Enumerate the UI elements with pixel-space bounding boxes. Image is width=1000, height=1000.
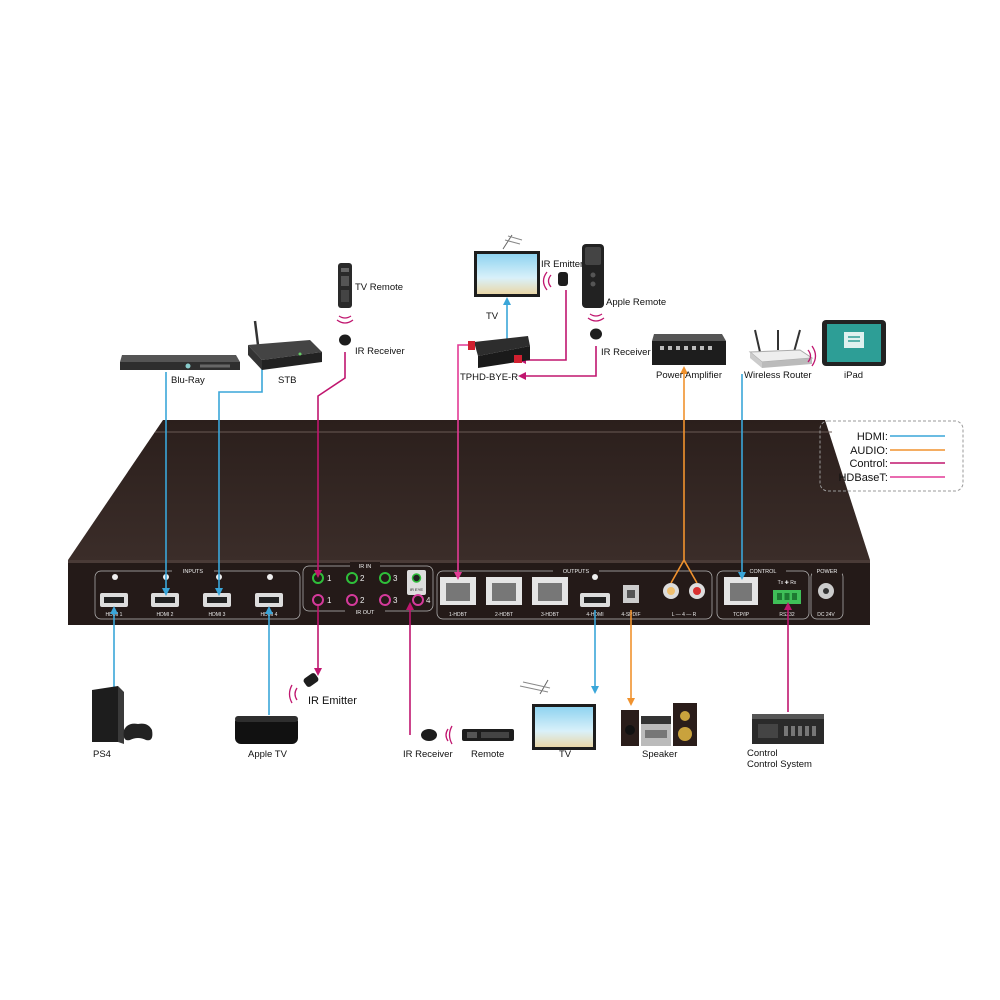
apple-tv-device bbox=[235, 716, 298, 744]
label-hdbt1: 1-HDBT bbox=[449, 612, 467, 618]
receiver-device bbox=[468, 336, 530, 368]
label-ipad: iPad bbox=[844, 370, 863, 381]
speaker-device bbox=[621, 703, 697, 746]
ir-out-4-port[interactable] bbox=[412, 594, 424, 606]
cable-ir-receiver-top bbox=[314, 352, 346, 578]
ir-in-2-port[interactable] bbox=[346, 572, 358, 584]
ps4-device bbox=[92, 686, 153, 744]
section-ir-out: IR OUT bbox=[356, 610, 375, 616]
ir-out-2-port[interactable] bbox=[346, 594, 358, 606]
ir-in-num-2: 2 bbox=[360, 574, 365, 583]
section-ir-in: IR IN bbox=[359, 564, 372, 570]
label-rs232: RS232 bbox=[779, 612, 795, 618]
label-tcpip: TCP/IP bbox=[733, 612, 750, 618]
signal-waves-icon bbox=[336, 315, 354, 324]
ir-out-num-1: 1 bbox=[327, 596, 332, 605]
ir-receiver-bottom-icon bbox=[421, 729, 437, 741]
signal-waves-icon bbox=[288, 684, 298, 704]
control-system-device bbox=[752, 714, 824, 744]
label-blu-ray: Blu-Ray bbox=[171, 375, 205, 386]
label-hdbt2: 2-HDBT bbox=[495, 612, 513, 618]
label-audio-lr: L — 4 — R bbox=[672, 612, 697, 618]
cable-stb-hdmi3 bbox=[215, 368, 263, 596]
signal-waves-icon bbox=[587, 313, 605, 322]
cables bbox=[110, 290, 792, 735]
label-tv-remote: TV Remote bbox=[355, 282, 403, 293]
label-ir-emitter-bottom: IR Emitter bbox=[308, 695, 357, 707]
label-apple-remote: Apple Remote bbox=[606, 297, 666, 308]
ir-receiver-right-icon bbox=[590, 328, 602, 340]
ir-emitter-bottom-icon bbox=[303, 673, 319, 687]
section-control: CONTROL bbox=[750, 569, 777, 575]
legend-label-control: Control: bbox=[849, 458, 888, 470]
tv-remote-device bbox=[338, 263, 352, 308]
label-hdbt3: 3-HDBT bbox=[541, 612, 559, 618]
ir-in-num-3: 3 bbox=[393, 574, 398, 583]
label-stb: STB bbox=[278, 375, 296, 386]
cable-ir-receiver-right bbox=[518, 346, 597, 380]
label-hdmi3: HDMI 3 bbox=[209, 612, 226, 618]
ir-out-num-4: 4 bbox=[426, 596, 431, 605]
ir-in-3-port[interactable] bbox=[379, 572, 391, 584]
label-control-line2: Control System bbox=[747, 759, 812, 770]
ir-out-1-port[interactable] bbox=[312, 594, 324, 606]
signal-waves-icon bbox=[445, 725, 453, 745]
cable-hdbaset bbox=[454, 344, 472, 580]
control-power-ports: Tx ✚ Rx TCP/IP RS232 DC 24V bbox=[724, 577, 835, 618]
ir-out-num-3: 3 bbox=[393, 596, 398, 605]
ir-receiver-top-icon bbox=[339, 334, 351, 346]
blu-ray-device bbox=[120, 355, 240, 370]
label-ir-eye: IR EYE bbox=[410, 587, 423, 592]
legend-label-audio: AUDIO: bbox=[850, 445, 888, 457]
label-receiver: TPHD-BYE-R bbox=[460, 372, 518, 383]
signal-waves-icon bbox=[807, 345, 817, 367]
label-remote: Remote bbox=[471, 749, 504, 760]
legend: HDMI: AUDIO: Control: HDBaseT: bbox=[819, 420, 964, 492]
label-tv-bottom: TV bbox=[559, 749, 572, 760]
section-inputs: INPUTS bbox=[183, 569, 204, 575]
ir-ports: 1 2 3 IR EYE 1 2 3 4 bbox=[312, 570, 431, 606]
stb-device bbox=[248, 320, 322, 370]
label-ir-receiver-bottom: IR Receiver bbox=[403, 749, 453, 760]
label-speaker: Speaker bbox=[642, 749, 677, 760]
legend-label-hdbaset: HDBaseT: bbox=[838, 472, 888, 484]
tv-top-device bbox=[474, 234, 540, 297]
section-labels: INPUTS IR IN IR OUT OUTPUTS CONTROL POWE… bbox=[172, 562, 842, 616]
label-txrx: Tx ✚ Rx bbox=[778, 580, 797, 586]
label-power-amplifier: Power Amplifier bbox=[656, 370, 722, 381]
ir-in-num-1: 1 bbox=[327, 574, 332, 583]
cable-ir-emitter-top bbox=[518, 290, 567, 364]
power-amplifier-device bbox=[652, 334, 726, 365]
label-tv-top: TV bbox=[486, 311, 499, 322]
wireless-router-device bbox=[748, 329, 814, 368]
label-hdmi2: HDMI 2 bbox=[157, 612, 174, 618]
led-1 bbox=[112, 574, 118, 580]
label-wireless-router: Wireless Router bbox=[744, 370, 812, 381]
remote-device bbox=[462, 729, 514, 741]
label-dc: DC 24V bbox=[817, 612, 835, 618]
section-outputs: OUTPUTS bbox=[563, 569, 590, 575]
ir-out-num-2: 2 bbox=[360, 596, 365, 605]
label-control-line1: Control bbox=[747, 748, 778, 759]
ipad-device bbox=[822, 320, 886, 366]
label-ir-receiver-top: IR Receiver bbox=[355, 346, 405, 357]
tv-bottom-device bbox=[519, 679, 596, 750]
section-power: POWER bbox=[817, 569, 838, 575]
label-ps4: PS4 bbox=[93, 749, 111, 760]
label-ir-receiver-right: IR Receiver bbox=[601, 347, 651, 358]
label-ir-emitter-top: IR Emitter bbox=[541, 259, 583, 270]
label-apple-tv: Apple TV bbox=[248, 749, 288, 760]
apple-remote-device bbox=[582, 244, 604, 308]
signal-waves-icon bbox=[542, 271, 552, 291]
led-4 bbox=[267, 574, 273, 580]
ir-out-3-port[interactable] bbox=[379, 594, 391, 606]
ir-emitter-top-icon bbox=[558, 272, 568, 286]
legend-label-hdmi: HDMI: bbox=[857, 431, 888, 443]
